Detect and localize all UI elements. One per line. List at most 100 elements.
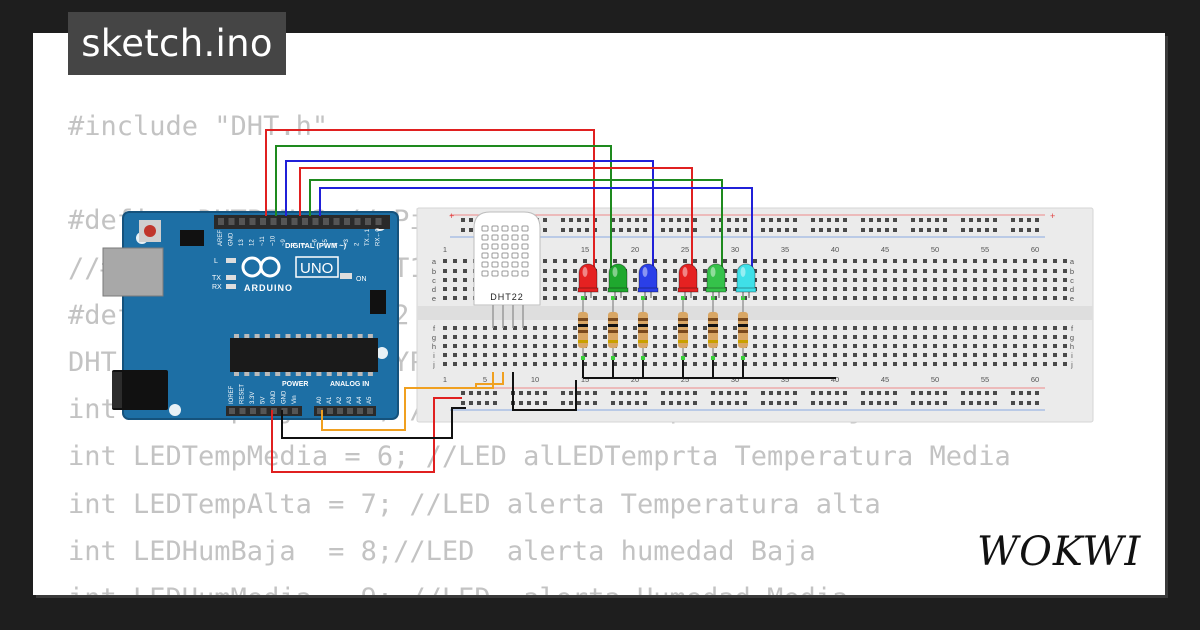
power-pin-label: Vin — [292, 395, 298, 404]
row-letter: h — [1070, 342, 1074, 351]
digital-pin-label: GND — [229, 232, 235, 246]
row-letter: j — [432, 360, 435, 369]
analog-pin-label: A1 — [327, 396, 333, 404]
analog-pin-label: A0 — [317, 396, 323, 404]
analog-pin-label: A3 — [347, 396, 353, 404]
digital-pin-label: 4 — [334, 242, 340, 246]
wires — [265, 129, 836, 473]
code-line: int LEDHumMedia = 9; //LED alerta Humeda… — [68, 575, 1043, 595]
power-jack — [112, 370, 168, 410]
digital-pin-label: ~9 — [281, 238, 287, 246]
svg-text:+: + — [449, 211, 454, 221]
code-line: int LEDTempAlta = 7; //LED alerta Temper… — [68, 488, 881, 520]
analog-header — [314, 406, 376, 416]
column-number: 20 — [631, 245, 639, 254]
row-letter: j — [1070, 360, 1073, 369]
row-letter: b — [1070, 267, 1074, 276]
column-number: 25 — [681, 375, 689, 384]
led-red[interactable] — [677, 263, 699, 298]
row-letter: g — [1070, 333, 1074, 342]
power-label: POWER — [282, 381, 308, 388]
digital-pin-label: 12 — [250, 239, 256, 246]
column-number: 35 — [781, 375, 789, 384]
column-number: 15 — [581, 245, 589, 254]
column-number: 10 — [531, 375, 539, 384]
digital-pin-label: ~11 — [260, 236, 266, 246]
digital-pin-label: ~6 — [313, 238, 319, 246]
column-number: 45 — [881, 375, 889, 384]
row-letter: d — [432, 285, 436, 294]
row-letter: c — [1070, 276, 1074, 285]
row-letter: e — [1070, 294, 1074, 303]
project-title-tab[interactable]: sketch.ino — [68, 12, 286, 75]
led-green[interactable] — [607, 263, 629, 298]
column-number: 5 — [483, 375, 487, 384]
digital-pin-label: 13 — [239, 239, 245, 246]
row-letter: d — [1070, 285, 1074, 294]
row-letter: f — [433, 324, 436, 333]
digital-pin-label: ~3 — [344, 238, 350, 246]
digital-pin-label: TX→1 — [365, 228, 371, 246]
wokwi-logo-text: WOKWI — [977, 529, 1141, 575]
dht22-sensor[interactable]: DHT22 — [473, 211, 541, 328]
row-letter: a — [432, 257, 437, 266]
leds — [577, 263, 757, 298]
digital-pin-label: 2 — [355, 242, 361, 246]
analog-label: ANALOG IN — [330, 381, 369, 388]
row-letter: i — [433, 351, 435, 360]
tx-label: TX — [212, 275, 221, 282]
svg-text:+: + — [1050, 211, 1055, 221]
analog-pin-label: A5 — [367, 396, 373, 404]
row-letter: c — [432, 276, 436, 285]
rx-label: RX — [212, 284, 222, 291]
power-pin-label: GND — [282, 390, 288, 404]
on-label: ON — [356, 276, 367, 283]
brand-label: ARDUINO — [244, 283, 293, 293]
model-label: UNO — [300, 260, 333, 277]
column-number: 35 — [781, 245, 789, 254]
led-cyan[interactable] — [735, 263, 757, 298]
project-filename: sketch.ino — [81, 22, 273, 65]
column-number: 55 — [981, 375, 989, 384]
row-letter: a — [1070, 257, 1075, 266]
analog-pin-label: A2 — [337, 396, 343, 404]
resistors — [578, 296, 748, 360]
atmega-chip — [230, 338, 378, 372]
power-pin-label: RESET — [240, 384, 246, 404]
digital-pin-label: AREF — [218, 230, 224, 246]
wokwi-logo[interactable]: WOKWI — [975, 525, 1153, 575]
column-number: 30 — [731, 375, 739, 384]
led-red[interactable] — [577, 263, 599, 298]
column-number: 60 — [1031, 375, 1039, 384]
column-number: 1 — [443, 375, 447, 384]
digital-pin-label: 7 — [302, 242, 308, 246]
row-letter: g — [432, 333, 436, 342]
power-pin-label: 3.3V — [250, 392, 256, 404]
usb-port — [102, 247, 164, 297]
digital-pin-label: ~5 — [323, 238, 329, 246]
column-number: 15 — [581, 375, 589, 384]
row-letter: e — [432, 294, 436, 303]
column-number: 50 — [931, 375, 939, 384]
reset-button[interactable] — [144, 225, 156, 237]
column-number: 20 — [631, 375, 639, 384]
digital-pin-label: RX←0 — [376, 228, 382, 246]
row-letter: h — [432, 342, 436, 351]
row-letter: i — [1071, 351, 1073, 360]
column-number: 45 — [881, 245, 889, 254]
column-number: 55 — [981, 245, 989, 254]
arduino-logo — [241, 256, 339, 278]
column-number: 40 — [831, 375, 839, 384]
digital-pin-label: ~10 — [271, 235, 277, 246]
code-line: int LEDTempMedia = 6; //LED alLEDTemprta… — [68, 441, 1011, 473]
column-number: 25 — [681, 245, 689, 254]
code-line: int LEDHumBaja = 8;//LED alerta humedad … — [68, 535, 816, 567]
led-blue[interactable] — [637, 263, 659, 298]
row-letter: b — [432, 267, 436, 276]
column-number: 1 — [443, 245, 447, 254]
led-green[interactable] — [705, 263, 727, 298]
column-number: 40 — [831, 245, 839, 254]
code-line: #include "DHT.h" — [68, 111, 329, 142]
